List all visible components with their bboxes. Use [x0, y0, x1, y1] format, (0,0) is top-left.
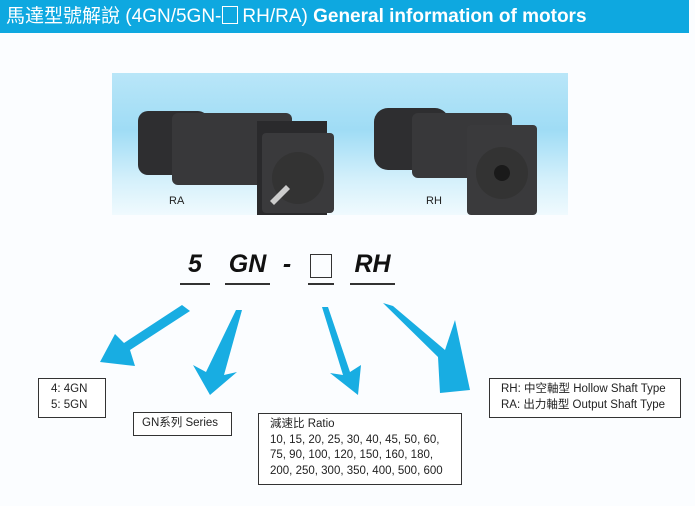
underline — [350, 283, 395, 285]
ratio-line: 200, 250, 300, 350, 400, 500, 600 — [270, 464, 443, 477]
underline — [225, 283, 270, 285]
size-5gn: 5: 5GN — [51, 398, 88, 411]
arrow-size — [100, 305, 190, 366]
placeholder-box-icon — [222, 6, 239, 24]
code-ratio-box — [310, 254, 332, 278]
title-chinese: 馬達型號解說 — [6, 6, 121, 27]
shaft-type-box: RH: 中空軸型 Hollow Shaft Type RA: 出力軸型 Outp… — [489, 378, 681, 418]
size-4gn: 4: 4GN — [51, 383, 88, 395]
arrow-series — [193, 310, 242, 395]
ra-motor — [138, 111, 334, 215]
code-voltage: 5 — [188, 250, 202, 278]
series-box: GN系列 Series — [133, 412, 232, 436]
underline — [308, 283, 334, 285]
arrow-type — [383, 303, 470, 393]
rh-label: RH — [426, 195, 442, 207]
code-type: RH — [354, 250, 391, 278]
ratio-box: 減速比 Ratio 10, 15, 20, 25, 30, 40, 45, 50… — [258, 413, 462, 485]
title-english: General information of motors — [313, 6, 587, 27]
code-dash: - — [282, 250, 292, 278]
ratio-line: 10, 15, 20, 25, 30, 40, 45, 50, 60, — [270, 433, 440, 446]
code-series: GN — [228, 250, 267, 278]
ratio-line: 75, 90, 100, 120, 150, 160, 180, — [270, 449, 434, 461]
ratio-heading: 減速比 Ratio — [270, 418, 335, 430]
arrow-ratio — [322, 307, 361, 395]
shaft-hollow: RH: 中空軸型 Hollow Shaft Type — [501, 383, 666, 395]
motor-photo: RA RH — [112, 73, 568, 215]
size-box: 4: 4GN 5: 5GN — [38, 378, 106, 418]
series-text: GN系列 Series — [142, 417, 219, 429]
rh-motor — [374, 108, 537, 215]
page-title: 馬達型號解說 (4GN/5GN- RH/RA) General informati… — [0, 0, 689, 33]
ra-label: RA — [169, 195, 185, 207]
title-suffix: RH/RA) — [242, 6, 308, 27]
shaft-output: RA: 出力軸型 Output Shaft Type — [501, 398, 666, 411]
title-prefix: (4GN/5GN- — [125, 6, 222, 27]
underline — [180, 283, 210, 285]
motors-illustration — [138, 108, 537, 215]
